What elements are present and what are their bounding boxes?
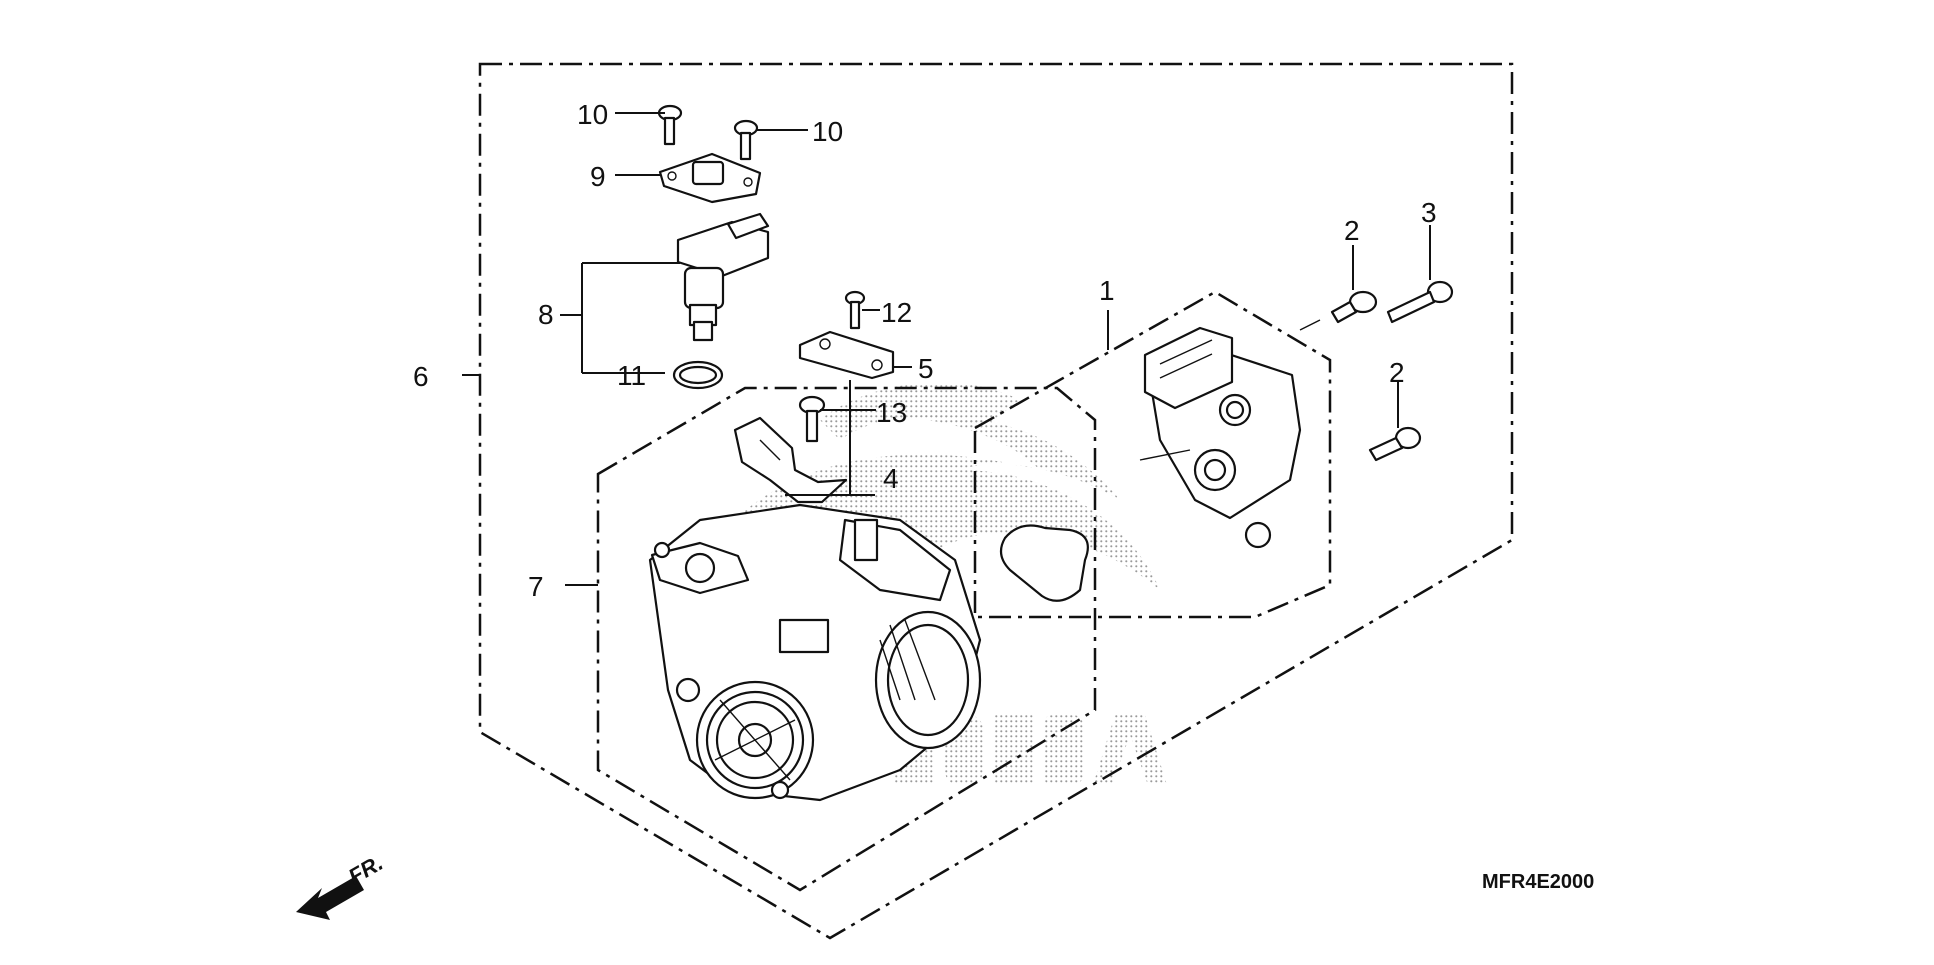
assembly-boundary-6	[478, 62, 1514, 940]
screw-10-right	[733, 119, 759, 161]
throttle-body-boundary-7	[596, 386, 1097, 892]
bolt-3	[1386, 280, 1454, 324]
callout-2-upper: 2	[1344, 215, 1360, 246]
callout-6: 6	[413, 361, 429, 392]
stay-plate-5	[798, 330, 895, 380]
map-sensor-8	[676, 212, 770, 342]
bolt-2-lower	[1368, 426, 1422, 462]
callout-11: 11	[617, 360, 646, 391]
callout-10-left: 10	[577, 99, 608, 130]
leader-lines	[462, 112, 1431, 586]
throttle-body-7	[648, 503, 982, 802]
bolt-13	[798, 395, 826, 443]
callout-7: 7	[528, 571, 544, 602]
front-direction-arrow-icon: FR.	[296, 850, 387, 920]
callout-9: 9	[590, 161, 606, 192]
callout-12: 12	[881, 297, 912, 328]
callout-labels: 10 10 9 8 11 6 12 5 13 4 7 1 2 3 2	[413, 99, 1437, 602]
diagram-code: MFR4E2000	[1482, 871, 1594, 893]
callout-13: 13	[876, 397, 907, 428]
callout-5: 5	[918, 353, 934, 384]
sensor-plate-9	[658, 152, 762, 204]
bracket-4	[733, 416, 848, 504]
callout-2-lower: 2	[1389, 357, 1405, 388]
callout-1: 1	[1099, 275, 1115, 306]
bolt-2-upper	[1299, 290, 1378, 331]
screw-10-left	[657, 104, 683, 146]
screw-12	[844, 290, 866, 330]
o-ring-11	[672, 360, 724, 390]
callout-8: 8	[538, 299, 554, 330]
callout-10-right: 10	[812, 116, 843, 147]
callout-4: 4	[883, 463, 899, 494]
throttle-sensor-unit-1	[999, 326, 1302, 602]
callout-3: 3	[1421, 197, 1437, 228]
